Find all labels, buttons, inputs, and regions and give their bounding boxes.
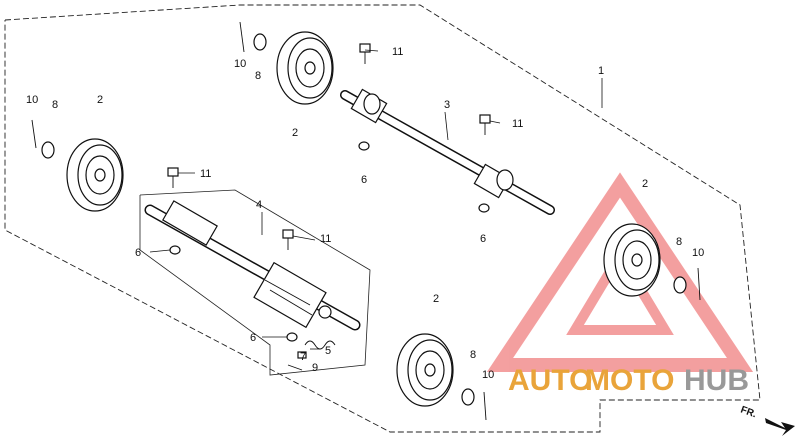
- nut-3: [169, 245, 181, 255]
- callout-6-b: 6: [480, 233, 486, 245]
- callout-1: 1: [598, 65, 604, 77]
- bolt-2: [479, 114, 491, 135]
- callout-6-a: 6: [361, 174, 367, 186]
- wheel-top: [276, 31, 334, 105]
- front-marker: FR.: [739, 404, 795, 436]
- washer-right: [673, 276, 687, 294]
- callout-7: 7: [300, 351, 306, 363]
- callout-10-right: 10: [692, 247, 704, 259]
- bolt-1: [359, 43, 371, 64]
- callout-11-a: 11: [392, 46, 403, 58]
- pin: [287, 364, 303, 371]
- watermark-hub: HUB: [684, 364, 749, 397]
- washer-top: [253, 33, 267, 51]
- callout-10-left: 10: [26, 94, 38, 106]
- callout-10-top: 10: [234, 58, 246, 70]
- nut-1: [358, 141, 370, 151]
- callout-6-d: 6: [250, 332, 256, 344]
- callout-11-c: 11: [200, 168, 211, 180]
- callout-8-bottom: 8: [470, 349, 476, 361]
- callout-2-right: 2: [642, 178, 648, 190]
- bolt-4: [282, 229, 294, 250]
- callout-8-left: 8: [52, 99, 58, 111]
- assembly-boundary: [4, 4, 761, 433]
- subassembly-boundary: [139, 189, 371, 376]
- washer-bottom: [461, 388, 475, 406]
- watermark-moto: MOTO: [585, 364, 674, 397]
- callout-2-top: 2: [292, 127, 298, 139]
- nut-2: [478, 203, 490, 213]
- cotter-pin-bottom: [483, 391, 487, 421]
- bolt-3: [167, 167, 179, 188]
- callout-11-b: 11: [512, 118, 523, 130]
- callout-2-bottom: 2: [433, 293, 439, 305]
- cotter-pin-left: [31, 119, 37, 149]
- wheel-right: [603, 223, 661, 297]
- front-label: FR.: [739, 404, 758, 420]
- wheel-left: [66, 138, 124, 212]
- callout-5: 5: [325, 345, 331, 357]
- callout-8-right: 8: [676, 236, 682, 248]
- callout-9: 9: [312, 362, 318, 374]
- cotter-pin-top: [239, 21, 245, 53]
- cotter-pin-right: [697, 267, 701, 301]
- callout-11-d: 11: [320, 233, 331, 245]
- clip: [297, 351, 307, 359]
- axle-upper: [340, 88, 555, 215]
- axle-lower: [144, 200, 361, 331]
- front-arrow-icon: [765, 418, 795, 436]
- callout-10-bottom: 10: [482, 369, 494, 381]
- callout-3: 3: [444, 99, 450, 111]
- callout-8-top: 8: [255, 70, 261, 82]
- wheel-bottom: [396, 333, 454, 407]
- watermark-auto: AUTO: [508, 364, 592, 397]
- washer-left: [41, 141, 55, 159]
- callout-2-left: 2: [97, 94, 103, 106]
- callout-6-c: 6: [135, 247, 141, 259]
- leader-lines: [149, 49, 603, 350]
- callout-4: 4: [256, 199, 262, 211]
- nut-4: [286, 332, 298, 342]
